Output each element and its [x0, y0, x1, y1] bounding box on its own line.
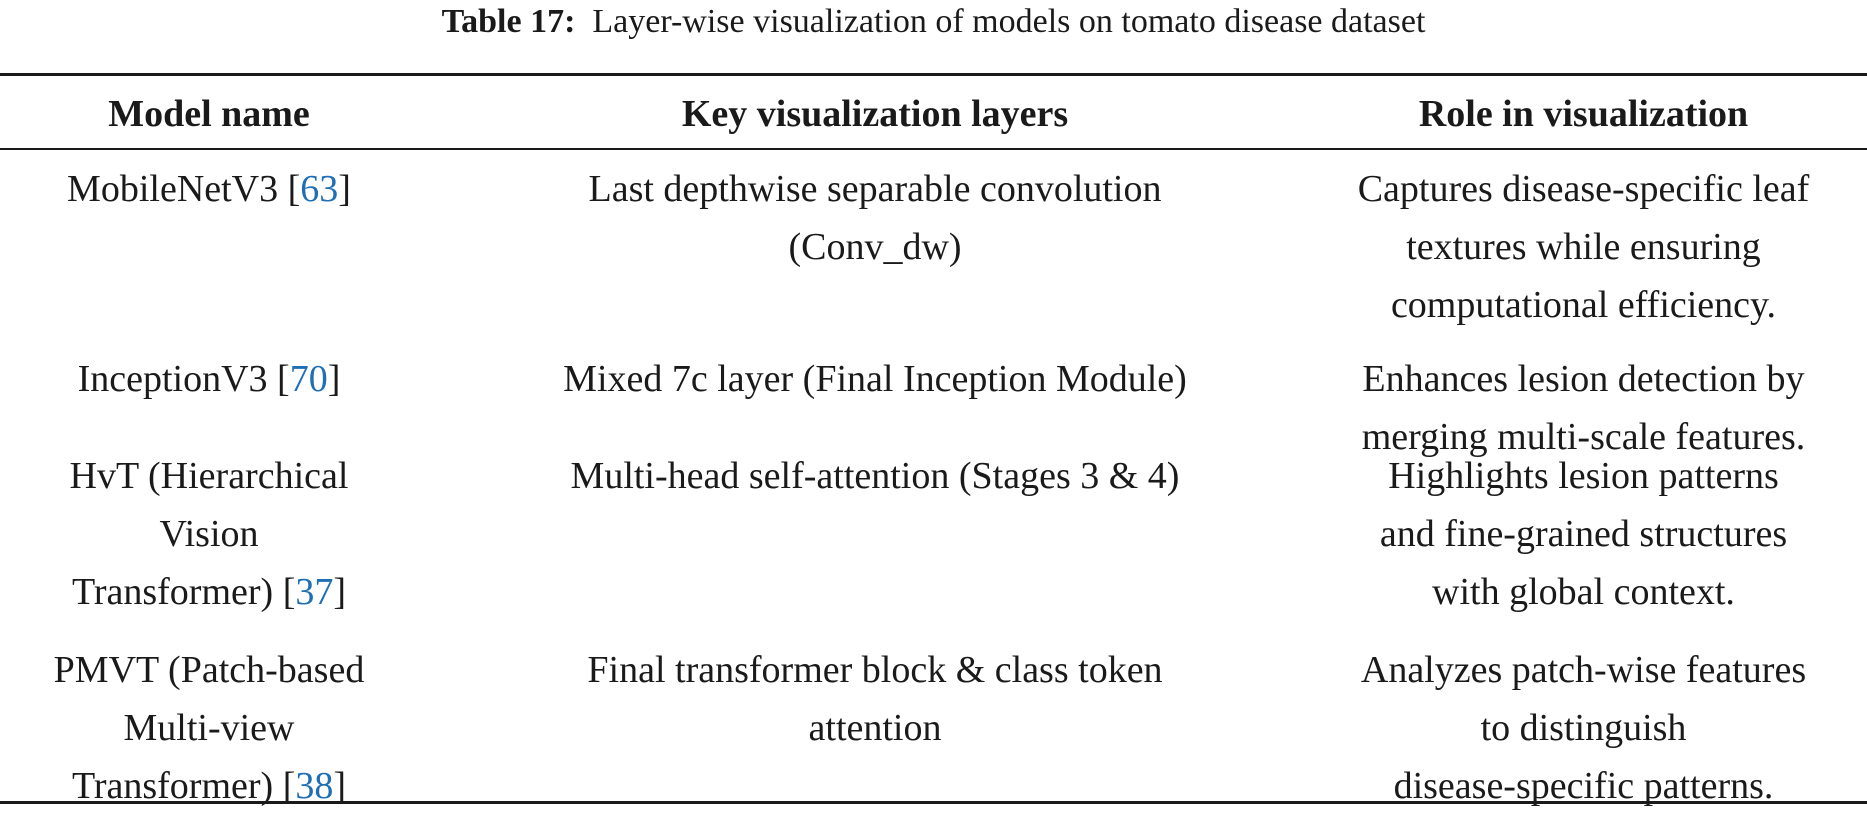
cell-key-layers: Last depthwise separable convolution (Con…	[470, 160, 1280, 276]
cell-role-line: Analyzes patch-wise features	[1360, 649, 1807, 691]
cell-key-layers-line: Final transformer block & class token	[587, 649, 1163, 691]
cell-key-layers-line: attention	[808, 707, 942, 749]
model-name-line: Transformer) [38]	[0, 757, 418, 815]
bottom-rule	[0, 801, 1867, 804]
cell-model-name: MobileNetV3 [63]	[0, 160, 418, 218]
citation-link[interactable]: 37	[295, 571, 334, 613]
cell-role-line: to distinguish	[1480, 707, 1687, 749]
model-name-line: Vision	[0, 505, 418, 563]
model-name-line: InceptionV3 [70]	[0, 350, 418, 408]
caption-label: Table 17:	[441, 3, 576, 40]
cell-key-layers-line: Multi-head self-attention (Stages 3 & 4)	[570, 455, 1180, 497]
header-rule	[0, 148, 1867, 150]
caption-text: Layer-wise visualization of models on to…	[592, 3, 1426, 40]
model-name-text: Transformer) [	[71, 571, 296, 613]
table-caption: Table 17: Layer-wise visualization of mo…	[0, 0, 1867, 44]
cell-role-line: textures while ensuring	[1406, 226, 1761, 268]
cell-role: Analyzes patch-wise features to distingui…	[1300, 641, 1867, 815]
top-rule	[0, 73, 1867, 76]
cell-role-line: computational efficiency.	[1390, 284, 1777, 326]
model-name-text: Multi-view	[123, 707, 295, 749]
cell-role-line: merging multi-scale features.	[1361, 416, 1806, 458]
cell-role-line: and fine-grained structures	[1379, 513, 1788, 555]
cell-role: Enhances lesion detection by merging mult…	[1300, 350, 1867, 466]
cell-key-layers: Multi-head self-attention (Stages 3 & 4)	[470, 447, 1280, 505]
model-name-text: InceptionV3 [	[77, 358, 290, 400]
cell-model-name: InceptionV3 [70]	[0, 350, 418, 408]
model-name-line: PMVT (Patch-based	[0, 641, 418, 699]
model-name-text: Transformer) [	[71, 765, 296, 807]
citation-link[interactable]: 63	[300, 168, 339, 210]
cell-role-line: Captures disease-specific leaf	[1357, 168, 1810, 210]
header-model-name: Model name	[108, 93, 310, 135]
citation-bracket: ]	[333, 571, 347, 613]
citation-bracket: ]	[333, 765, 347, 807]
citation-link[interactable]: 70	[289, 358, 328, 400]
citation-bracket: ]	[338, 168, 351, 210]
header-key-layers: Key visualization layers	[681, 93, 1069, 135]
model-name-line: Multi-view	[0, 699, 418, 757]
cell-role: Highlights lesion patterns and fine-grain…	[1300, 447, 1867, 621]
cell-key-layers-line: Last depthwise separable convolution	[588, 168, 1162, 210]
cell-role-line: disease-specific patterns.	[1393, 765, 1774, 807]
cell-role-line: with global context.	[1432, 571, 1735, 613]
model-name-line: Transformer) [37]	[0, 563, 418, 621]
model-name-line: HvT (Hierarchical	[0, 447, 418, 505]
cell-role-line: Highlights lesion patterns	[1388, 455, 1779, 497]
cell-key-layers: Final transformer block & class token att…	[470, 641, 1280, 757]
cell-role: Captures disease-specific leaf textures w…	[1300, 160, 1867, 334]
header-role: Role in visualization	[1418, 93, 1749, 135]
cell-key-layers-line: (Conv_dw)	[788, 226, 962, 268]
model-name-text: MobileNetV3 [	[67, 168, 301, 210]
cell-key-layers-line: Mixed 7c layer (Final Inception Module)	[563, 358, 1187, 400]
citation-link[interactable]: 38	[295, 765, 334, 807]
model-name-line: MobileNetV3 [63]	[0, 160, 418, 218]
cell-role-line: Enhances lesion detection by	[1362, 358, 1805, 400]
model-name-text: HvT (Hierarchical	[69, 455, 349, 497]
model-name-text: Vision	[159, 513, 259, 555]
cell-key-layers: Mixed 7c layer (Final Inception Module)	[470, 350, 1280, 408]
model-name-text: PMVT (Patch-based	[53, 649, 365, 691]
citation-bracket: ]	[327, 358, 341, 400]
